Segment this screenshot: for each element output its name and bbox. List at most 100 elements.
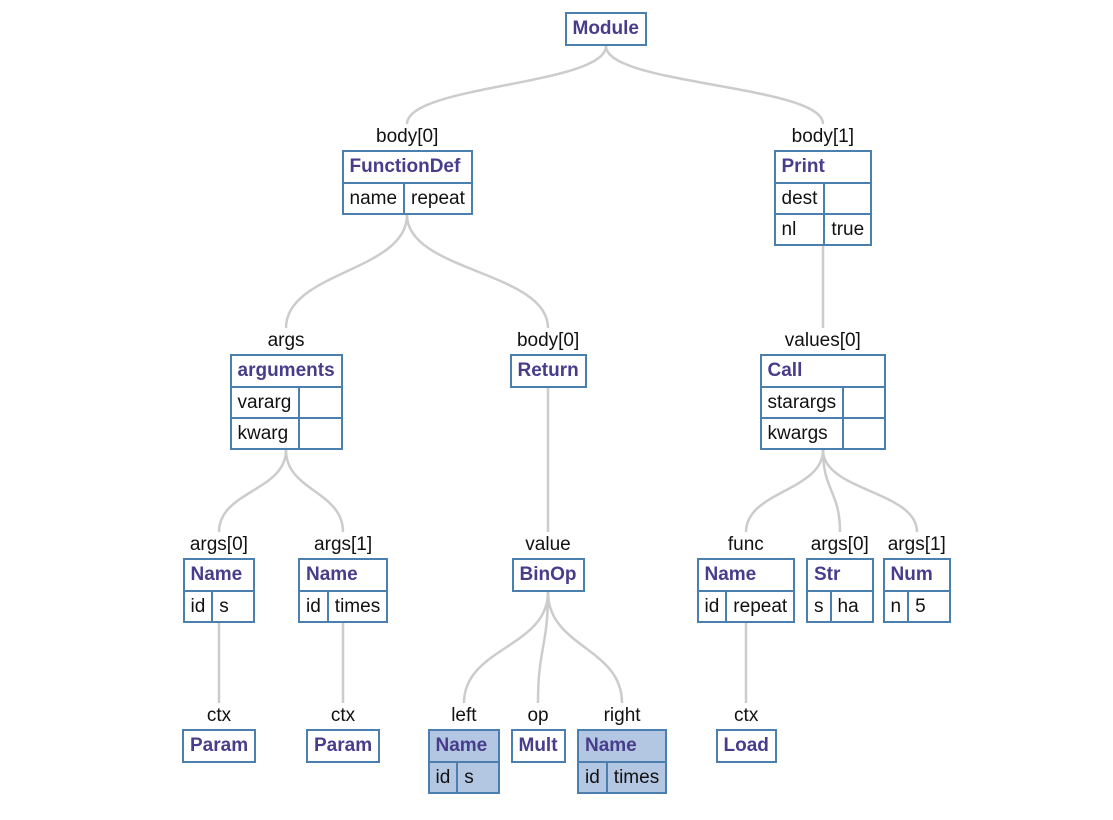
node-field-row: dest	[773, 182, 873, 215]
edge-label: body[0]	[516, 330, 580, 351]
node-type: Num	[882, 558, 952, 592]
field-value	[823, 182, 873, 215]
edge-call-to-num	[821, 449, 919, 533]
field-key: kwarg	[229, 417, 301, 450]
edge-label: args[0]	[810, 534, 869, 555]
field-key: id	[298, 590, 329, 623]
field-value: times	[326, 590, 389, 623]
node-type: Name	[576, 729, 668, 763]
node-type: Str	[806, 558, 874, 592]
edge-label: right	[603, 705, 641, 726]
edge-label: args[1]	[887, 534, 946, 555]
node-field-row: vararg	[229, 386, 343, 419]
edge-label: func	[727, 534, 764, 555]
node-type: Print	[773, 150, 873, 184]
edge-label: ctx	[330, 705, 356, 726]
field-value	[842, 386, 887, 419]
node-type: Return	[509, 354, 587, 388]
field-key: nl	[773, 213, 826, 246]
field-key: vararg	[229, 386, 301, 419]
field-key: id	[182, 590, 214, 623]
node-type: BinOp	[511, 558, 585, 592]
edge-label: body[0]	[376, 126, 439, 147]
node-box: Module	[564, 12, 647, 46]
node-type: Name	[427, 729, 501, 763]
node-field-row: kwarg	[229, 417, 343, 450]
node-field-row: kwargs	[759, 417, 887, 450]
edge-binop-to-left_name	[462, 591, 550, 704]
field-key: dest	[773, 182, 826, 215]
field-value: s	[211, 590, 256, 623]
node-box: Return	[509, 354, 587, 388]
node-box: BinOp	[511, 558, 585, 592]
node-box: Mult	[510, 729, 566, 763]
field-value: repeat	[725, 590, 796, 623]
edge-label: value	[525, 534, 571, 555]
field-value: s	[456, 761, 501, 794]
node-type: Name	[182, 558, 256, 592]
field-value: true	[823, 213, 873, 246]
node-type: arguments	[229, 354, 343, 388]
node-type: Param	[181, 729, 257, 763]
edge-label: ctx	[206, 705, 232, 726]
field-value: 5	[907, 590, 952, 623]
edge-label: values[0]	[784, 330, 861, 351]
field-key: starargs	[759, 386, 845, 419]
edge-label: left	[451, 705, 477, 726]
edge-label: args[0]	[189, 534, 248, 555]
field-key: id	[427, 761, 459, 794]
node-return: body[0] Return	[509, 330, 587, 388]
node-field-row: starargs	[759, 386, 887, 419]
edge-functiondef-to-return	[405, 214, 550, 329]
node-type: Param	[305, 729, 381, 763]
edge-label: args[1]	[314, 534, 373, 555]
node-type: Name	[297, 558, 389, 592]
node-box: Param	[305, 729, 381, 763]
field-key: name	[341, 182, 406, 215]
field-key: id	[577, 761, 608, 794]
node-box: Load	[715, 729, 777, 763]
node-type: Load	[715, 729, 777, 763]
node-module: Module	[564, 12, 647, 46]
edge-arguments-to-name_s	[217, 449, 288, 533]
field-value	[298, 386, 343, 419]
field-key: id	[696, 590, 728, 623]
node-type: Mult	[510, 729, 566, 763]
field-value: times	[605, 761, 668, 794]
field-key: s	[806, 590, 832, 623]
node-box: Param	[181, 729, 257, 763]
edge-functiondef-to-arguments	[284, 214, 409, 329]
field-value	[298, 417, 343, 450]
edge-label: args	[267, 330, 305, 351]
field-value	[842, 417, 887, 450]
edge-label: ctx	[734, 705, 759, 726]
